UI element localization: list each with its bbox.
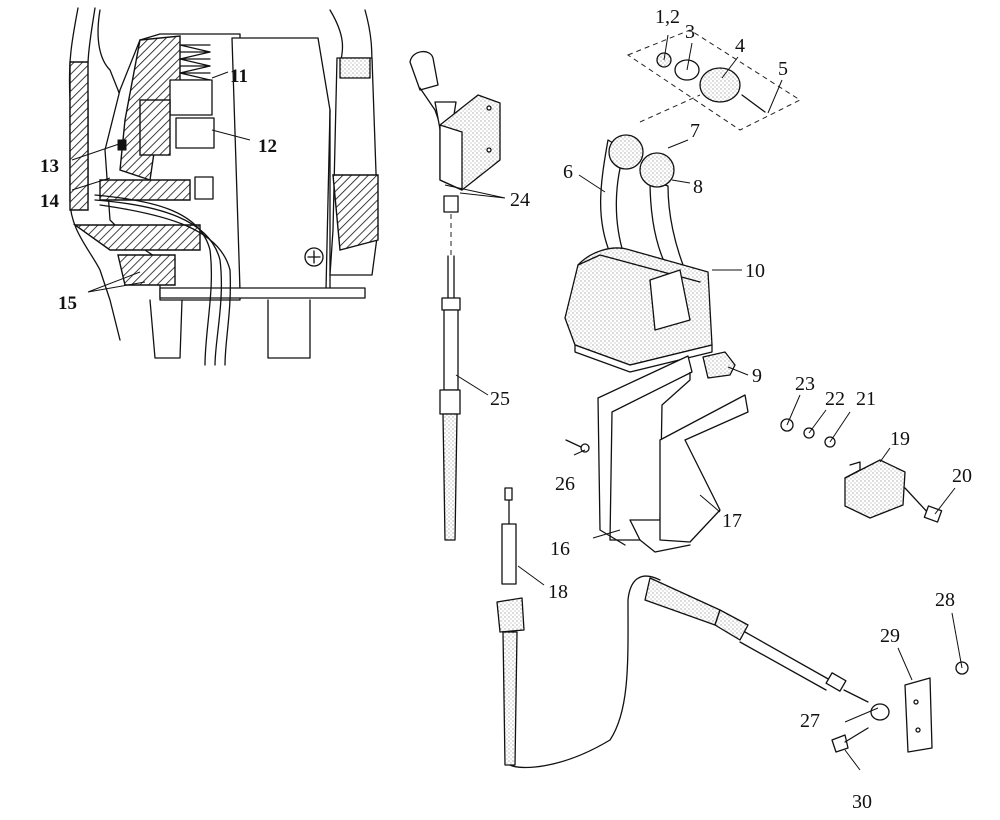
callout-21: 21 <box>856 388 876 410</box>
callout-18: 18 <box>548 581 568 603</box>
callout-1-2: 1,2 <box>655 6 680 28</box>
callout-30: 30 <box>852 791 872 813</box>
callout-25: 25 <box>490 388 510 410</box>
push-pull-cable <box>496 487 969 769</box>
callout-24: 24 <box>510 189 530 211</box>
callout-11: 11 <box>230 66 248 87</box>
callout-7: 7 <box>690 120 700 142</box>
callout-26: 26 <box>555 473 575 495</box>
leader-lines <box>71 34 963 771</box>
callout-22: 22 <box>825 388 845 410</box>
callout-8: 8 <box>693 176 703 198</box>
mounting-bracket <box>565 355 749 553</box>
callout-6: 6 <box>563 161 573 183</box>
callout-4: 4 <box>735 35 745 57</box>
callout-14: 14 <box>40 191 60 212</box>
single-lever-control <box>409 51 501 541</box>
cutaway-section-view <box>68 7 379 366</box>
callout-16: 16 <box>550 538 570 560</box>
callout-labels: 11 12 13 14 15 1,2 3 4 5 6 7 8 10 9 24 2… <box>40 6 972 813</box>
callout-19: 19 <box>890 428 910 450</box>
callout-23: 23 <box>795 373 815 395</box>
callout-9: 9 <box>752 365 762 387</box>
callout-29: 29 <box>880 625 900 647</box>
callout-20: 20 <box>952 465 972 487</box>
callout-12: 12 <box>258 136 277 157</box>
callout-5: 5 <box>778 58 788 80</box>
callout-15: 15 <box>58 293 77 314</box>
callout-17: 17 <box>722 510 742 532</box>
callout-27: 27 <box>800 710 820 732</box>
dual-lever-control <box>564 134 736 379</box>
callout-28: 28 <box>935 589 955 611</box>
callout-3: 3 <box>685 21 695 43</box>
callout-10: 10 <box>745 260 765 282</box>
relay-hardware <box>780 418 943 523</box>
callout-13: 13 <box>40 156 59 177</box>
knob-parts-group <box>626 29 802 131</box>
